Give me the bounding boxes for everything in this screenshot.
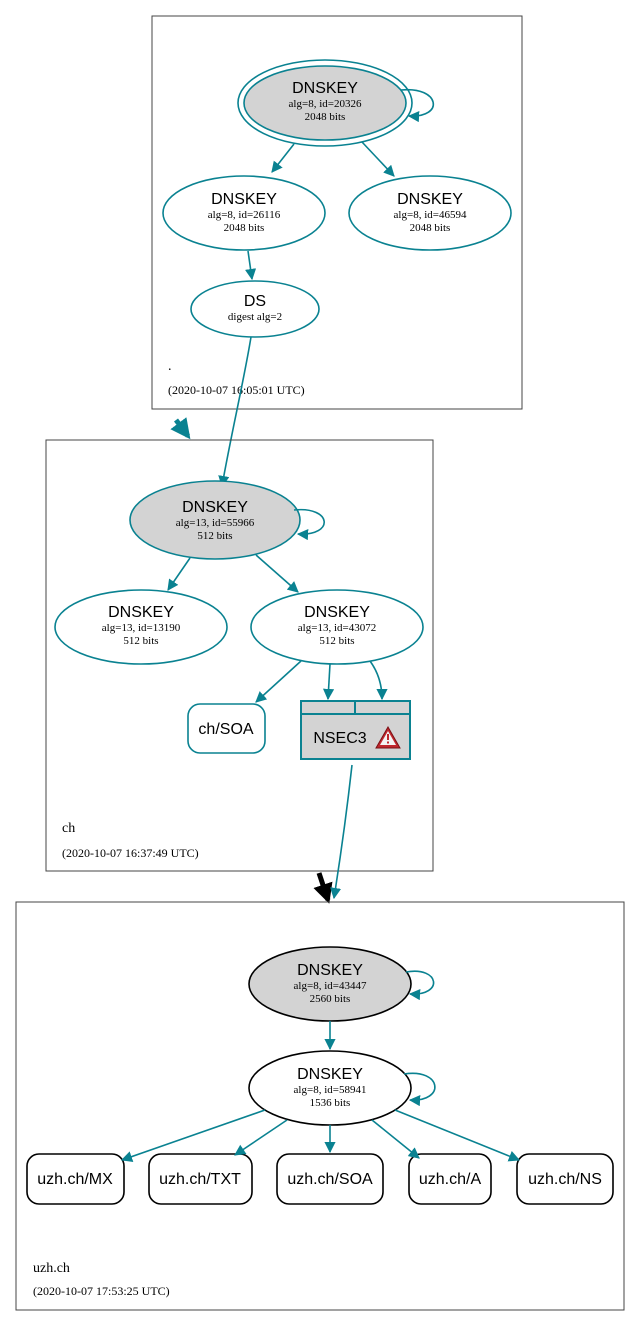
ch-ksk-node[interactable]: DNSKEY alg=13, id=55966 512 bits [129, 480, 301, 560]
edge-uzh-zsk-to-a [371, 1119, 420, 1159]
ch-soa-node[interactable]: ch/SOA [187, 703, 266, 754]
ch-ksk-bits: 512 bits [197, 530, 232, 542]
uzh-record-ns-label: uzh.ch/NS [528, 1171, 602, 1188]
edge-root-ksk-to-zsk1 [271, 143, 295, 173]
uzh-zsk-self-loop [403, 1072, 436, 1107]
zone-ch: DNSKEY alg=13, id=55966 512 bits DNSKEY … [45, 439, 434, 872]
zone-ch-date: (2020-10-07 16:37:49 UTC) [62, 846, 199, 860]
uzh-zsk-type: DNSKEY [297, 1066, 363, 1083]
zone-root: DNSKEY alg=8, id=20326 2048 bits DNSKEY … [151, 15, 523, 410]
zone-uzh-box [15, 901, 625, 1311]
uzh-ksk-type: DNSKEY [297, 962, 363, 979]
uzh-record-soa-label: uzh.ch/SOA [287, 1171, 373, 1188]
ch-zsk1-detail: alg=13, id=13190 [102, 622, 181, 634]
uzh-ksk-detail: alg=8, id=43447 [294, 980, 367, 992]
root-zsk2-detail: alg=8, id=46594 [394, 209, 467, 221]
uzh-record-txt[interactable]: uzh.ch/TXT [148, 1153, 253, 1205]
ch-zsk2-type: DNSKEY [304, 604, 370, 621]
root-ksk-node[interactable]: DNSKEY alg=8, id=20326 2048 bits [237, 59, 413, 147]
zone-uzh: DNSKEY alg=8, id=43447 2560 bits DNSKEY … [15, 901, 625, 1311]
edge-ch-nsec3-to-uzh [330, 764, 353, 900]
edge-uzh-zsk-to-txt [234, 1119, 288, 1156]
ch-ksk-type: DNSKEY [182, 499, 248, 516]
zone-ch-name: ch [62, 821, 75, 836]
uzh-zsk-bits: 1536 bits [310, 1097, 351, 1109]
uzh-record-txt-label: uzh.ch/TXT [159, 1171, 241, 1188]
root-ds-node[interactable]: DS digest alg=2 [190, 280, 320, 338]
ch-zsk2-bits: 512 bits [319, 635, 354, 647]
ch-zsk2-node[interactable]: DNSKEY alg=13, id=43072 512 bits [250, 589, 424, 665]
zone-root-name: . [168, 359, 172, 374]
zone-root-box [151, 15, 523, 410]
edge-ch-zsk2-to-nsec3-a [322, 663, 335, 701]
ch-ksk-detail: alg=13, id=55966 [176, 517, 255, 529]
root-zsk2-bits: 2048 bits [410, 222, 451, 234]
root-ksk-self-loop [400, 88, 435, 123]
ch-zsk1-node[interactable]: DNSKEY alg=13, id=13190 512 bits [54, 589, 228, 665]
root-ksk-detail: alg=8, id=20326 [289, 98, 362, 110]
uzh-ksk-node[interactable]: DNSKEY alg=8, id=43447 2560 bits [248, 946, 412, 1022]
root-zsk2-type: DNSKEY [397, 191, 463, 208]
edge-ch-ksk-to-zsk2 [255, 554, 299, 593]
uzh-record-ns[interactable]: uzh.ch/NS [516, 1153, 614, 1205]
root-ds-type: DS [244, 293, 266, 310]
edge-root-ds-to-ch-ksk [218, 336, 252, 488]
uzh-record-mx[interactable]: uzh.ch/MX [26, 1153, 125, 1205]
edge-root-ksk-to-zsk2 [361, 141, 395, 177]
zone-ch-box [45, 439, 434, 872]
root-zsk1-type: DNSKEY [211, 191, 277, 208]
root-zsk1-bits: 2048 bits [224, 222, 265, 234]
uzh-record-a-label: uzh.ch/A [419, 1171, 482, 1188]
uzh-ksk-bits: 2560 bits [310, 993, 351, 1005]
delegation-ch-to-uzh [313, 872, 333, 904]
root-ksk-bits: 2048 bits [305, 111, 346, 123]
edge-uzh-zsk-to-ns [394, 1109, 521, 1162]
root-zsk2-node[interactable]: DNSKEY alg=8, id=46594 2048 bits [348, 175, 512, 251]
uzh-record-mx-label: uzh.ch/MX [37, 1171, 113, 1188]
root-zsk1-node[interactable]: DNSKEY alg=8, id=26116 2048 bits [162, 175, 326, 251]
uzh-record-a[interactable]: uzh.ch/A [408, 1153, 492, 1205]
ch-soa-label: ch/SOA [198, 721, 253, 738]
ch-zsk1-type: DNSKEY [108, 604, 174, 621]
ch-zsk2-detail: alg=13, id=43072 [298, 622, 376, 634]
warning-triangle-icon [375, 725, 401, 749]
edge-uzh-zsk-to-mx [120, 1109, 266, 1162]
zone-root-date: (2020-10-07 16:05:01 UTC) [168, 383, 305, 397]
root-ds-detail: digest alg=2 [228, 311, 282, 323]
delegation-root-to-ch [170, 417, 191, 440]
ch-zsk1-bits: 512 bits [123, 635, 158, 647]
uzh-zsk-node[interactable]: DNSKEY alg=8, id=58941 1536 bits [248, 1050, 412, 1126]
edge-ch-ksk-to-zsk1 [167, 557, 191, 591]
ch-nsec3-node[interactable]: NSEC3 [300, 700, 411, 760]
edge-ch-zsk2-to-soa [255, 660, 302, 703]
edge-ch-zsk2-to-nsec3-b [369, 660, 388, 701]
uzh-ksk-self-loop [405, 970, 435, 1001]
uzh-zsk-detail: alg=8, id=58941 [294, 1084, 367, 1096]
zone-uzh-name: uzh.ch [33, 1261, 70, 1276]
uzh-record-soa[interactable]: uzh.ch/SOA [276, 1153, 384, 1205]
zone-uzh-date: (2020-10-07 17:53:25 UTC) [33, 1284, 170, 1298]
root-ksk-type: DNSKEY [292, 80, 358, 97]
ch-ksk-self-loop [293, 508, 325, 541]
edge-root-zsk1-to-ds [245, 250, 257, 281]
root-zsk1-detail: alg=8, id=26116 [208, 209, 281, 221]
ch-nsec3-label: NSEC3 [313, 730, 366, 747]
